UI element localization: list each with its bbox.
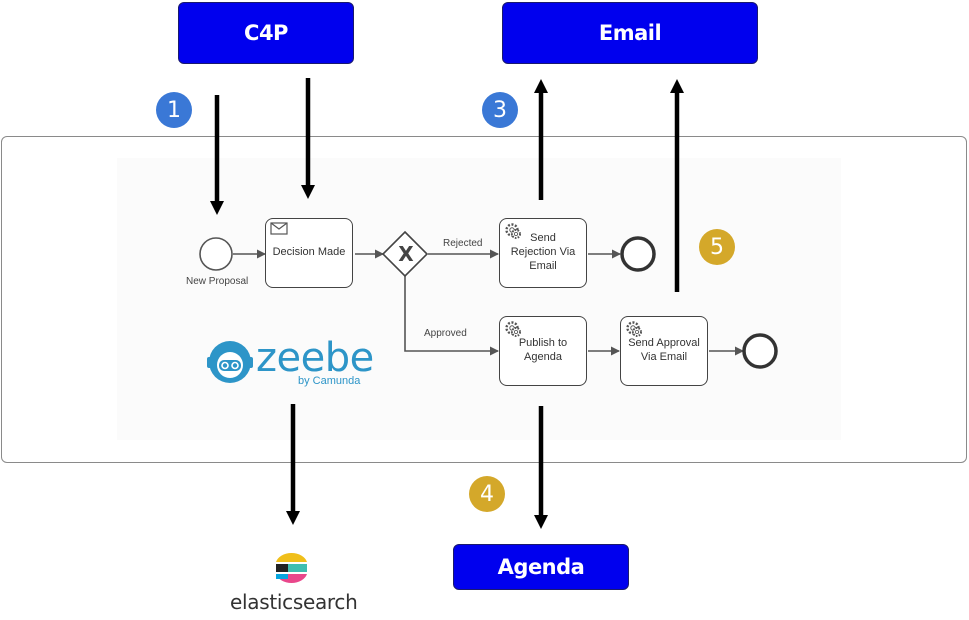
task-send-rejection-label: Send Rejection Via Email bbox=[510, 232, 576, 272]
elasticsearch-logo-mark bbox=[276, 552, 307, 584]
step-badge-5: 5 bbox=[699, 229, 735, 265]
task-send-approval: Send Approval Via Email bbox=[620, 316, 708, 386]
agenda-system-box: Agenda bbox=[453, 544, 629, 590]
start-event-label: New Proposal bbox=[186, 276, 249, 287]
zeebe-logo-mark bbox=[207, 341, 253, 383]
exclusive-gateway bbox=[381, 230, 429, 278]
start-event bbox=[199, 237, 233, 271]
end-event-rejection bbox=[620, 236, 656, 272]
task-decision-made-label: Decision Made bbox=[272, 246, 346, 259]
bpmn-canvas bbox=[117, 158, 841, 440]
step-badge-1: 1 bbox=[156, 92, 192, 128]
step-badge-3: 3 bbox=[482, 92, 518, 128]
envelope-icon bbox=[270, 222, 288, 240]
gear-icon bbox=[504, 320, 522, 343]
task-publish-to-agenda: Publish to Agenda bbox=[499, 316, 587, 386]
task-decision-made: Decision Made bbox=[265, 218, 353, 288]
approved-flow-label: Approved bbox=[424, 328, 467, 339]
elasticsearch-logo-text: elasticsearch bbox=[230, 590, 358, 614]
task-send-approval-label: Send Approval Via Email bbox=[628, 337, 700, 363]
c4p-system-box: C4P bbox=[178, 2, 354, 64]
email-system-box: Email bbox=[502, 2, 758, 64]
step-badge-4: 4 bbox=[469, 476, 505, 512]
rejected-flow-label: Rejected bbox=[443, 238, 483, 249]
zeebe-logo-text: zeebe bbox=[256, 335, 374, 381]
end-event-approval bbox=[742, 333, 778, 369]
gear-icon bbox=[625, 320, 643, 343]
zeebe-logo-subtitle: by Camunda bbox=[298, 375, 361, 387]
gear-icon bbox=[504, 222, 522, 245]
task-send-rejection: Send Rejection Via Email bbox=[499, 218, 587, 288]
gateway-x-mark: X bbox=[398, 242, 414, 266]
task-publish-to-agenda-label: Publish to Agenda bbox=[518, 337, 568, 363]
